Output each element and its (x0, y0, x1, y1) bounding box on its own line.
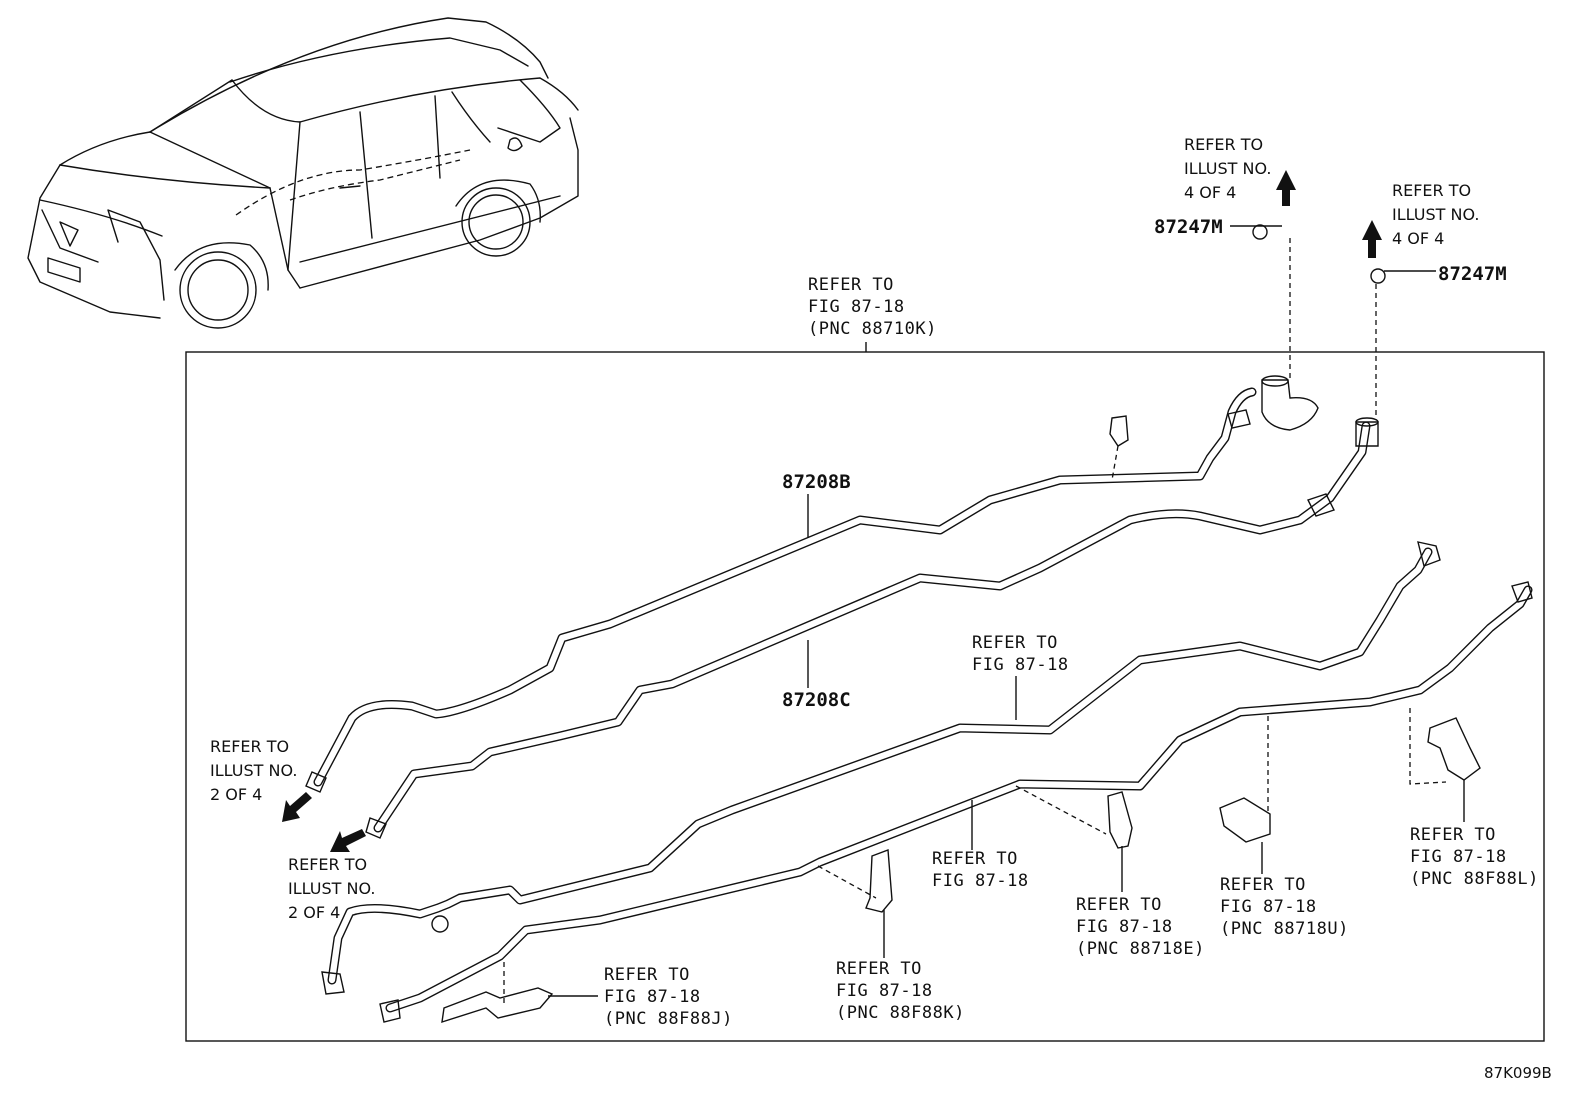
svg-text:REFER TO: REFER TO (932, 849, 1018, 869)
dashed-leaders (503, 238, 1447, 1004)
svg-text:REFER TO: REFER TO (288, 855, 367, 874)
svg-text:ILLUST NO.: ILLUST NO. (210, 761, 297, 780)
svg-text:ILLUST NO.: ILLUST NO. (1392, 205, 1479, 224)
ref-fig-mid[interactable]: REFER TO FIG 87-18 (972, 633, 1069, 675)
vehicle-illustration (27, 17, 579, 329)
svg-text:FIG 87-18: FIG 87-18 (604, 987, 701, 1007)
svg-text:REFER TO: REFER TO (1220, 875, 1306, 895)
svg-text:FIG 87-18: FIG 87-18 (1220, 897, 1317, 917)
part-number-87208B: 87208B (782, 471, 851, 493)
svg-text:(PNC 88718U): (PNC 88718U) (1220, 919, 1349, 939)
ref-illust-top-left[interactable]: REFER TO ILLUST NO. 4 OF 4 (1184, 135, 1271, 202)
svg-text:2 OF 4: 2 OF 4 (210, 785, 262, 804)
svg-text:REFER TO: REFER TO (836, 959, 922, 979)
svg-text:(PNC 88F88L): (PNC 88F88L) (1410, 869, 1539, 889)
svg-text:FIG 87-18: FIG 87-18 (972, 655, 1069, 675)
svg-text:REFER TO: REFER TO (604, 965, 690, 985)
svg-text:FIG 87-18: FIG 87-18 (1410, 847, 1507, 867)
pipe-lower-1 (327, 547, 1433, 985)
ref-top-center[interactable]: REFER TO FIG 87-18 (PNC 88710K) (808, 275, 937, 339)
svg-text:REFER TO: REFER TO (808, 275, 894, 295)
diagram-frame (185, 351, 1545, 1042)
svg-text:4 OF 4: 4 OF 4 (1392, 229, 1444, 248)
svg-text:(PNC 88718E): (PNC 88718E) (1076, 939, 1205, 959)
brackets (441, 717, 1481, 1024)
svg-text:REFER TO: REFER TO (1410, 825, 1496, 845)
ref-illust-left-upper[interactable]: REFER TO ILLUST NO. 2 OF 4 (210, 737, 297, 804)
svg-text:(PNC 88F88K): (PNC 88F88K) (836, 1003, 965, 1023)
pipe-lower-2 (385, 585, 1533, 1013)
ref-pnc-88F88J[interactable]: REFER TO FIG 87-18 (PNC 88F88J) (604, 965, 733, 1029)
ref-illust-top-right[interactable]: REFER TO ILLUST NO. 4 OF 4 (1392, 181, 1479, 248)
pipe-fittings (305, 224, 1533, 1023)
part-number-87247M-right: 87247M (1438, 263, 1507, 285)
ref-pnc-88F88L[interactable]: REFER TO FIG 87-18 (PNC 88F88L) (1410, 825, 1539, 889)
svg-text:FIG 87-18: FIG 87-18 (808, 297, 905, 317)
figure-code: 87K099B (1484, 1064, 1552, 1082)
svg-text:FIG 87-18: FIG 87-18 (836, 981, 933, 1001)
ref-pnc-88718U[interactable]: REFER TO FIG 87-18 (PNC 88718U) (1220, 875, 1349, 939)
svg-text:REFER TO: REFER TO (1392, 181, 1471, 200)
part-number-87208C: 87208C (782, 689, 851, 711)
arrow-up-icon (1362, 220, 1382, 258)
svg-text:(PNC 88710K): (PNC 88710K) (808, 319, 937, 339)
svg-text:ILLUST NO.: ILLUST NO. (288, 879, 375, 898)
pipe-87208C (373, 421, 1371, 833)
pipe-87208B (313, 387, 1257, 787)
ref-illust-left-lower[interactable]: REFER TO ILLUST NO. 2 OF 4 (288, 855, 375, 922)
svg-text:2 OF 4: 2 OF 4 (288, 903, 340, 922)
arrow-down-left-icon (330, 829, 366, 852)
arrow-up-icon (1276, 170, 1296, 206)
svg-text:(PNC 88F88J): (PNC 88F88J) (604, 1009, 733, 1029)
ref-fig-lower-mid[interactable]: REFER TO FIG 87-18 (932, 849, 1029, 891)
svg-text:FIG 87-18: FIG 87-18 (1076, 917, 1173, 937)
svg-text:REFER TO: REFER TO (972, 633, 1058, 653)
svg-text:ILLUST NO.: ILLUST NO. (1184, 159, 1271, 178)
arrow-down-left-icon (282, 792, 312, 822)
solid-leaders (548, 225, 1465, 997)
svg-text:4 OF 4: 4 OF 4 (1184, 183, 1236, 202)
svg-text:REFER TO: REFER TO (1076, 895, 1162, 915)
ref-pnc-88718E[interactable]: REFER TO FIG 87-18 (PNC 88718E) (1076, 895, 1205, 959)
ref-pnc-88F88K[interactable]: REFER TO FIG 87-18 (PNC 88F88K) (836, 959, 965, 1023)
svg-text:REFER TO: REFER TO (210, 737, 289, 756)
part-number-87247M-left: 87247M (1154, 216, 1223, 238)
arrow-icons (282, 170, 1382, 852)
svg-text:REFER TO: REFER TO (1184, 135, 1263, 154)
svg-text:FIG 87-18: FIG 87-18 (932, 871, 1029, 891)
